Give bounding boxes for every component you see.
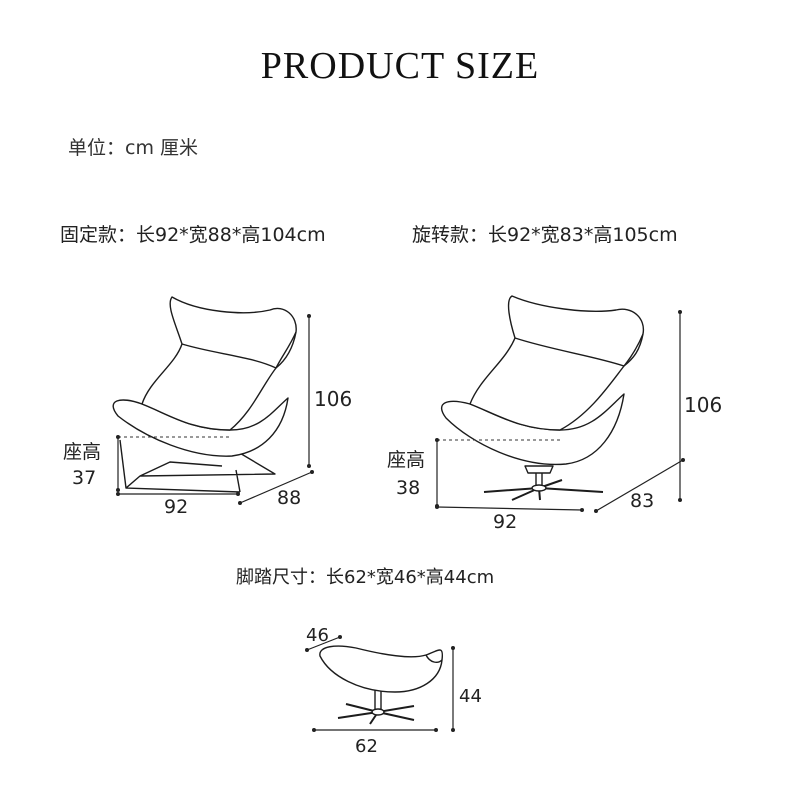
swivel-length-dimension [435, 505, 584, 512]
ottoman-height-value: 44 [459, 686, 482, 707]
fixed-seat-height-value: 37 [72, 467, 96, 489]
unit-label: 单位：cm 厘米 [68, 137, 198, 159]
fixed-seat-height-label: 座高 [63, 441, 101, 463]
fixed-chair-outline [112, 296, 297, 493]
swivel-height-value: 106 [684, 393, 722, 417]
fixed-width-value: 88 [277, 487, 301, 509]
ottoman-width-dimension [305, 635, 342, 652]
ottoman-outline [319, 645, 444, 725]
page-title: PRODUCT SIZE [260, 45, 540, 87]
swivel-width-dimension [594, 458, 685, 513]
swivel-chair-diagram: 106 座高 38 92 83 [387, 295, 722, 533]
ottoman-diagram: 46 44 62 [305, 625, 482, 757]
ottoman-length-dimension [312, 728, 438, 732]
swivel-seat-height-label: 座高 [387, 449, 425, 471]
swivel-height-dimension [678, 310, 682, 502]
fixed-seat-height-dimension [116, 435, 120, 492]
fixed-length-value: 92 [164, 496, 188, 518]
fixed-length-dimension [116, 492, 240, 496]
swivel-width-value: 83 [630, 490, 654, 512]
ottoman-width-value: 46 [306, 625, 329, 646]
fixed-width-dimension [238, 470, 314, 505]
swivel-seat-height-value: 38 [396, 477, 420, 499]
swivel-chair-outline [440, 295, 645, 501]
ottoman-spec: 脚踏尺寸：长62*宽46*高44cm [236, 567, 495, 588]
ottoman-length-value: 62 [355, 736, 378, 757]
swivel-chair-spec: 旋转款：长92*宽83*高105cm [412, 224, 678, 246]
fixed-height-dimension [307, 314, 311, 468]
fixed-chair-diagram: 106 座高 37 92 88 [63, 296, 352, 518]
swivel-seat-height-dimension [435, 438, 439, 508]
ottoman-height-dimension [451, 646, 455, 732]
swivel-length-value: 92 [493, 511, 517, 533]
fixed-chair-spec: 固定款：长92*宽88*高104cm [60, 224, 326, 246]
fixed-height-value: 106 [314, 387, 352, 411]
